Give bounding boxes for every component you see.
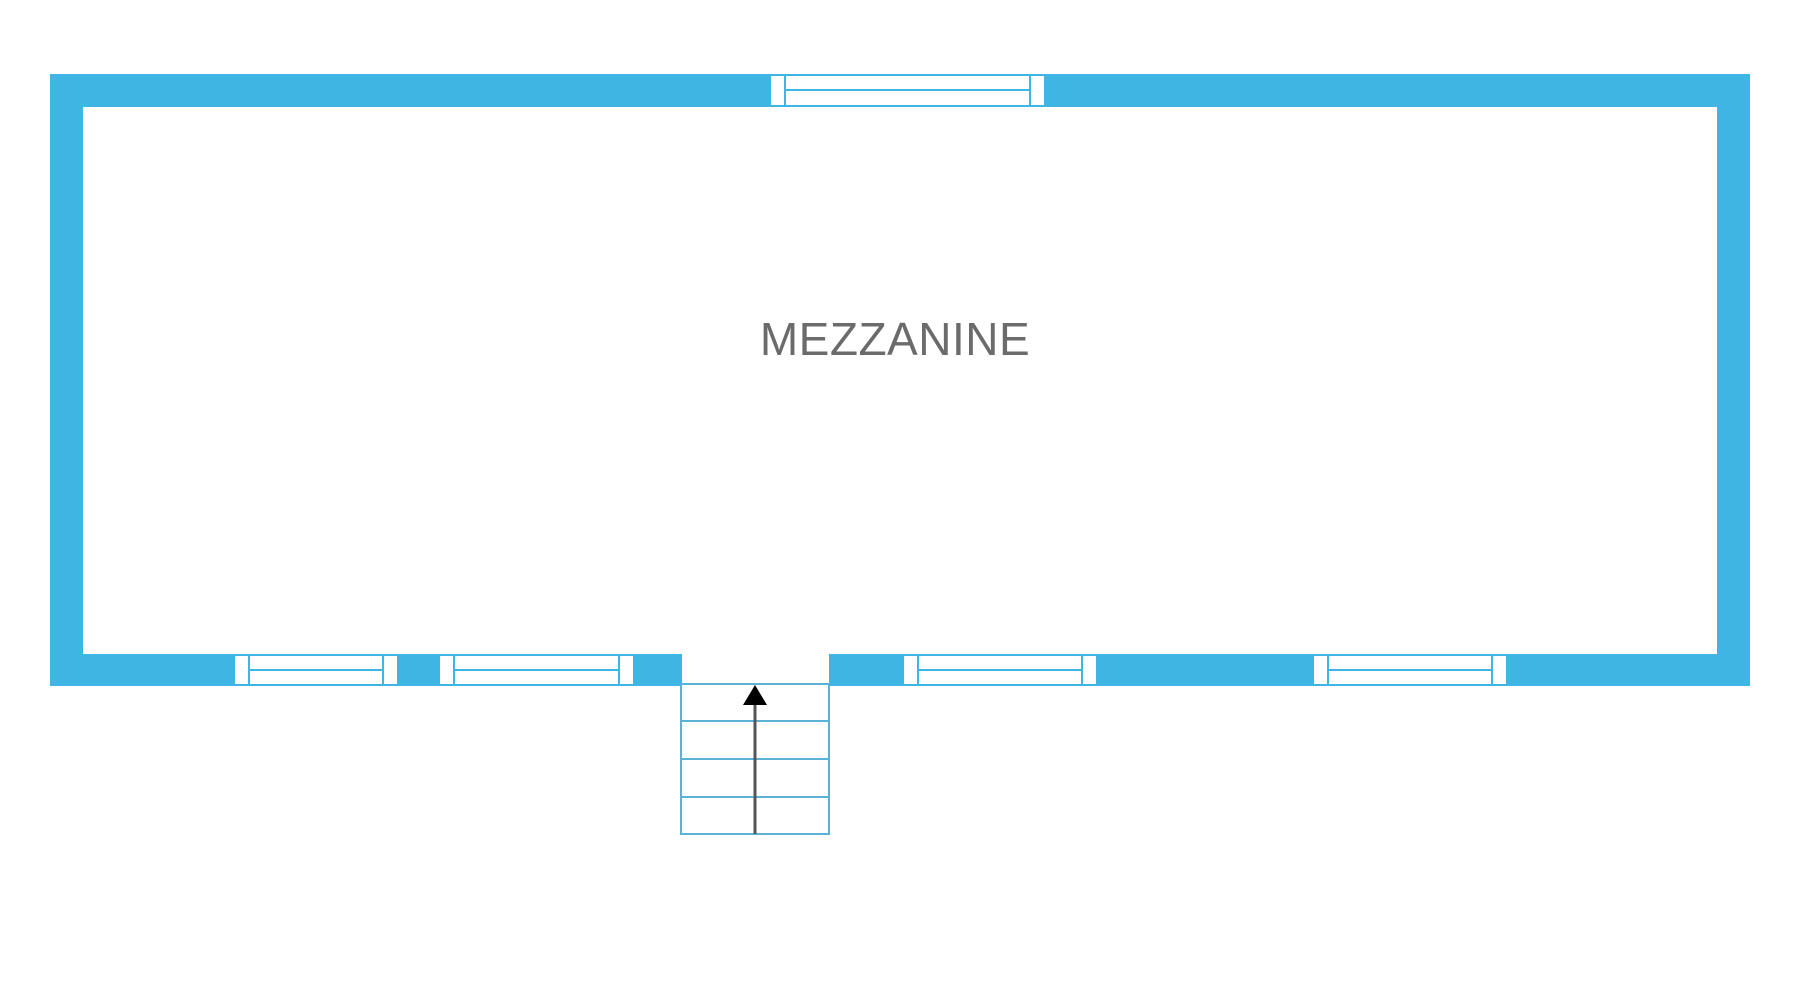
stair-direction-arrow-icon	[743, 685, 767, 834]
room-label: MEZZANINE	[759, 313, 1031, 365]
windows	[233, 74, 1508, 686]
window-bottom-2	[438, 654, 635, 686]
window-bottom-4	[1312, 654, 1508, 686]
window-bottom-1	[233, 654, 399, 686]
wall-left	[50, 74, 83, 686]
walls	[50, 74, 1750, 686]
wall-right	[1717, 74, 1750, 686]
window-bottom-3	[902, 654, 1098, 686]
window-top	[769, 74, 1046, 107]
